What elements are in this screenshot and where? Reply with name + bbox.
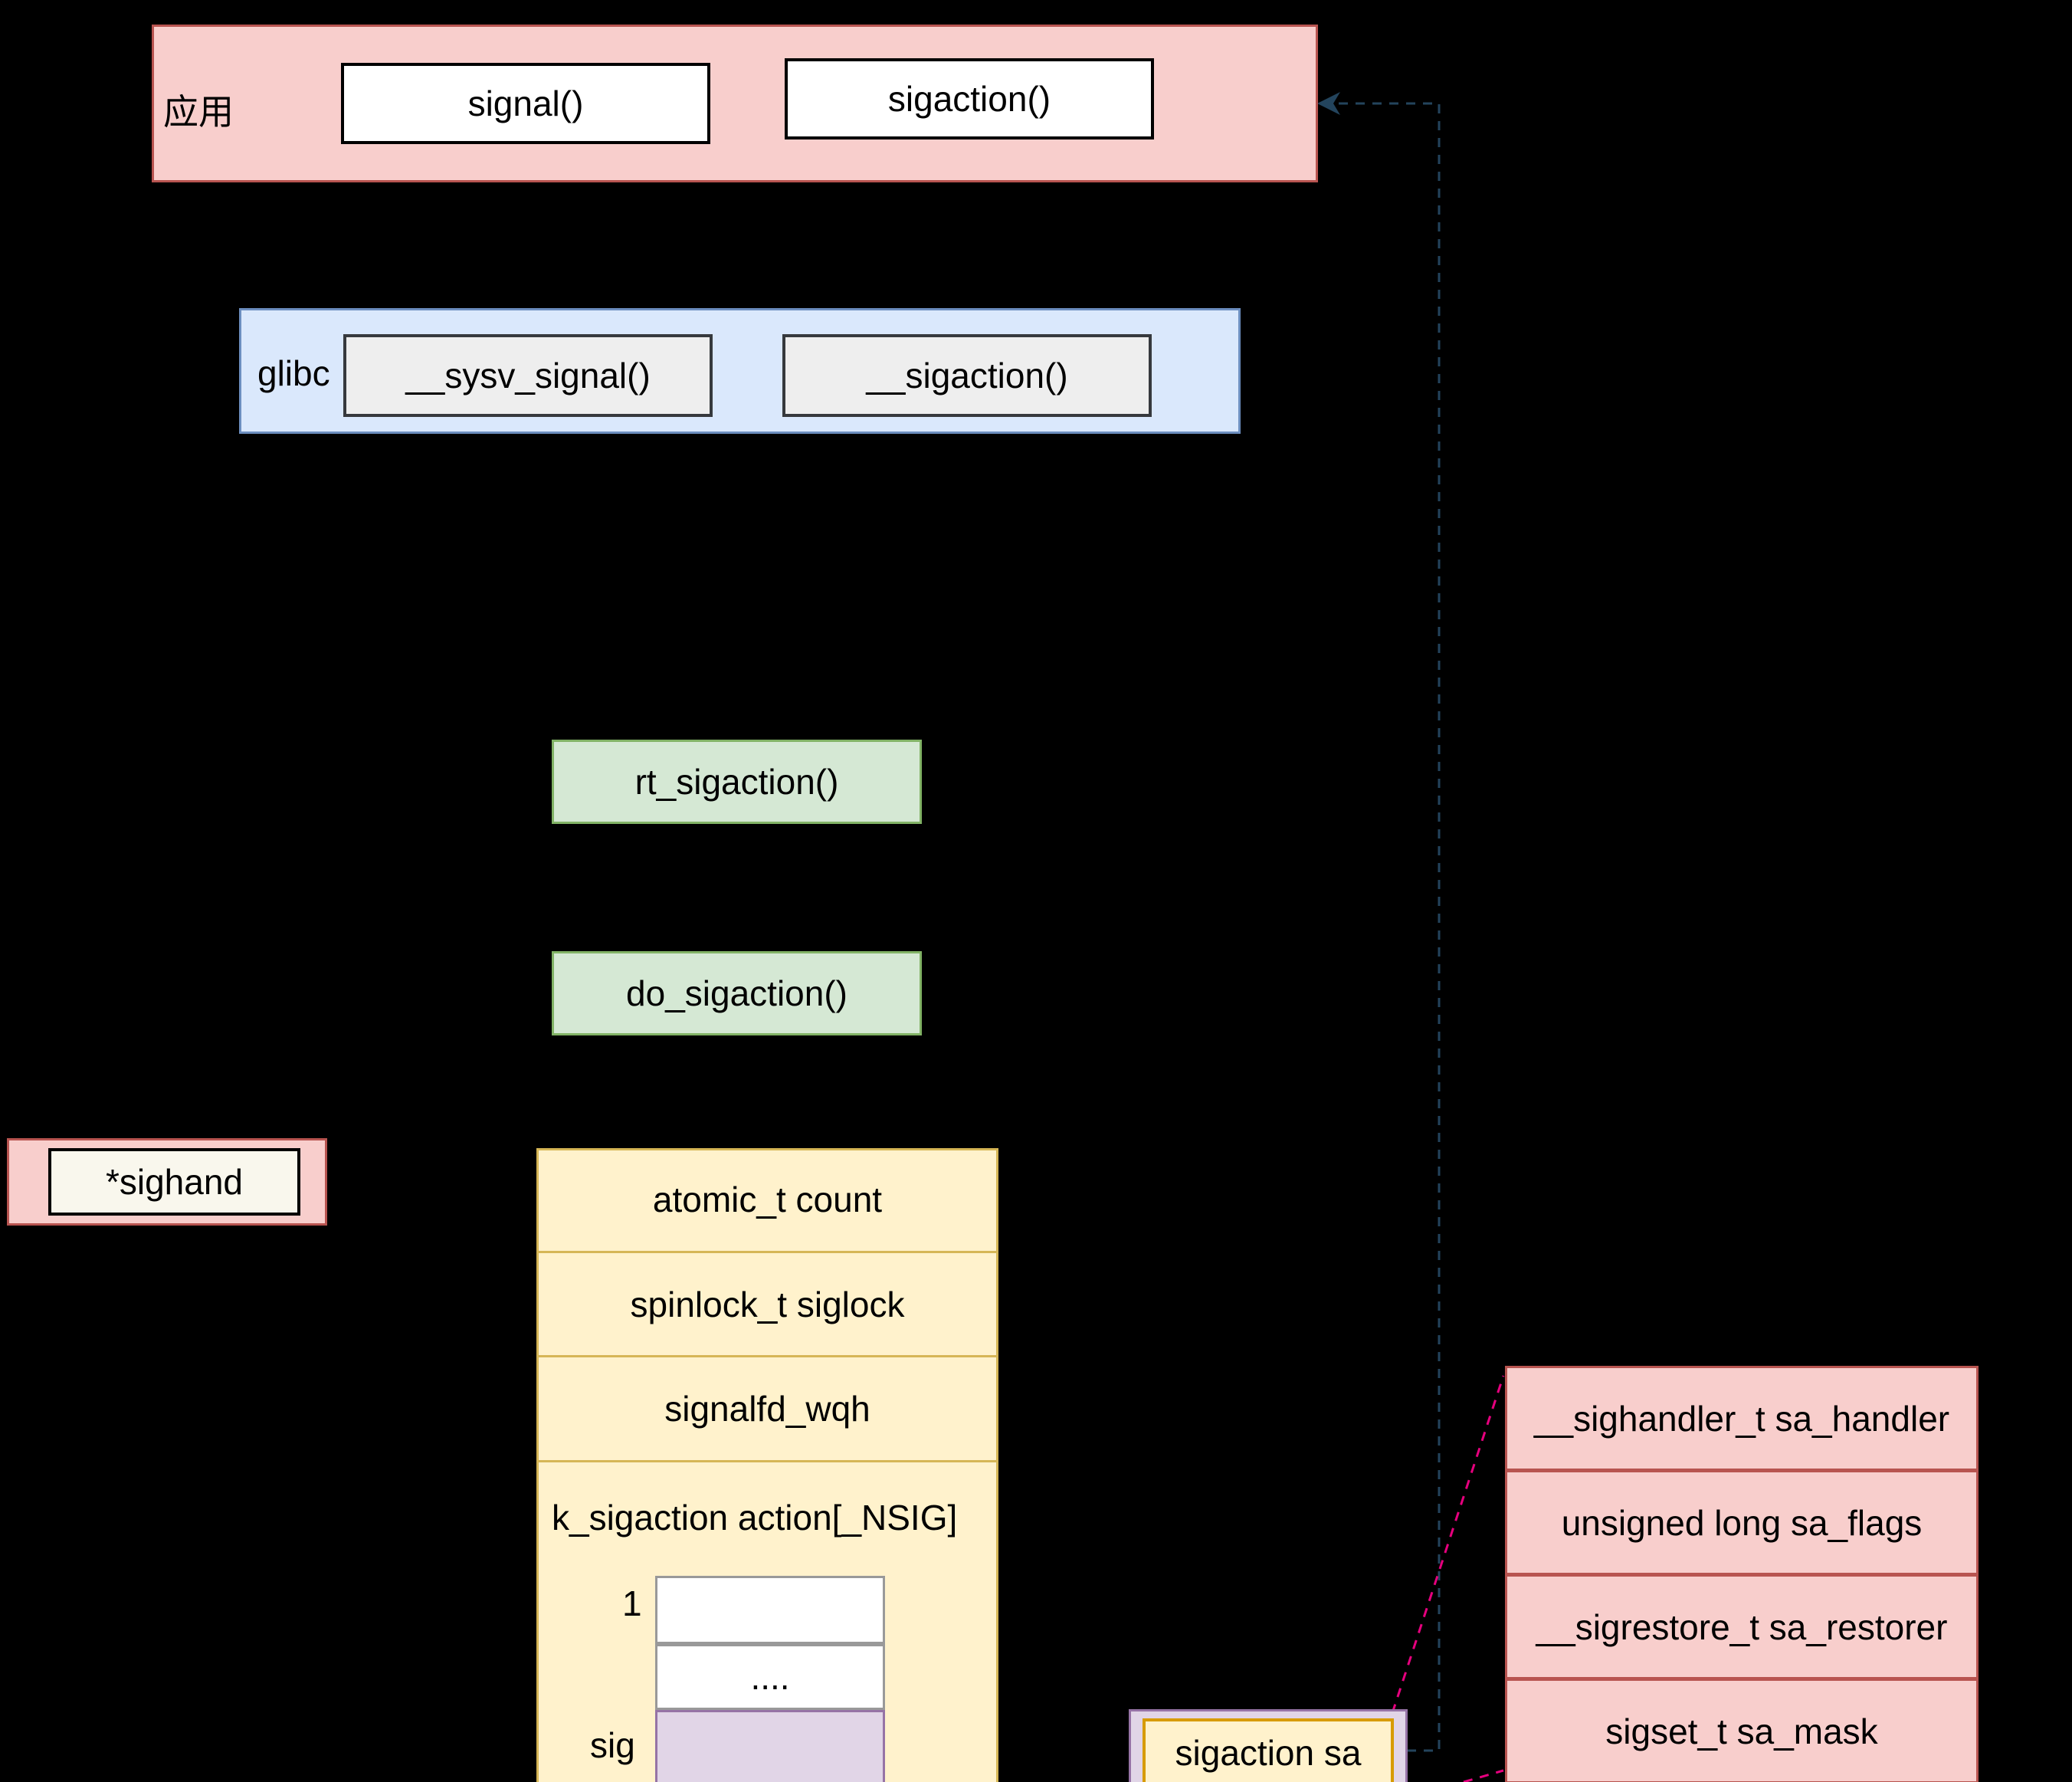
action-array-label: k_sigaction action[_NSIG] [552,1498,958,1538]
do-sigaction-func-box[interactable]: do_sigaction() [552,951,922,1035]
count-field: atomic_t count [536,1148,998,1253]
zoom-line-top [1391,1375,1505,1714]
glibc-layer-label: glibc [257,353,330,393]
sighand-field[interactable]: *sighand [48,1148,300,1216]
sa-restorer-field: __sigrestore_t sa_restorer [1505,1574,1979,1679]
sysv-signal-func-box[interactable]: __sysv_signal() [343,334,713,417]
action-slot-first[interactable] [655,1576,885,1644]
app-layer-label: 应用 [163,92,234,132]
action-slot-sig[interactable] [655,1710,885,1782]
rt-sigaction-func-box[interactable]: rt_sigaction() [552,740,922,824]
sa-flags-field: unsigned long sa_flags [1505,1470,1979,1575]
sigaction-sa-field[interactable]: sigaction sa [1143,1718,1394,1782]
return-to-app-arrow [1317,92,1441,1752]
signal-func-box[interactable]: signal() [341,63,710,144]
action-index-first: 1 [622,1583,642,1623]
glibc-sigaction-func-box[interactable]: __sigaction() [782,334,1152,417]
sigaction-func-box[interactable]: sigaction() [785,58,1154,139]
sa-handler-field: __sighandler_t sa_handler [1505,1366,1979,1471]
signalfd-wqh-field: signalfd_wqh [536,1357,998,1462]
action-slot-ellipsis[interactable]: .... [655,1644,885,1710]
zoom-line-bottom [1463,1769,1504,1782]
siglock-field: spinlock_t siglock [536,1253,998,1357]
action-index-sig: sig [590,1725,635,1765]
sa-mask-field: sigset_t sa_mask [1505,1679,1979,1782]
